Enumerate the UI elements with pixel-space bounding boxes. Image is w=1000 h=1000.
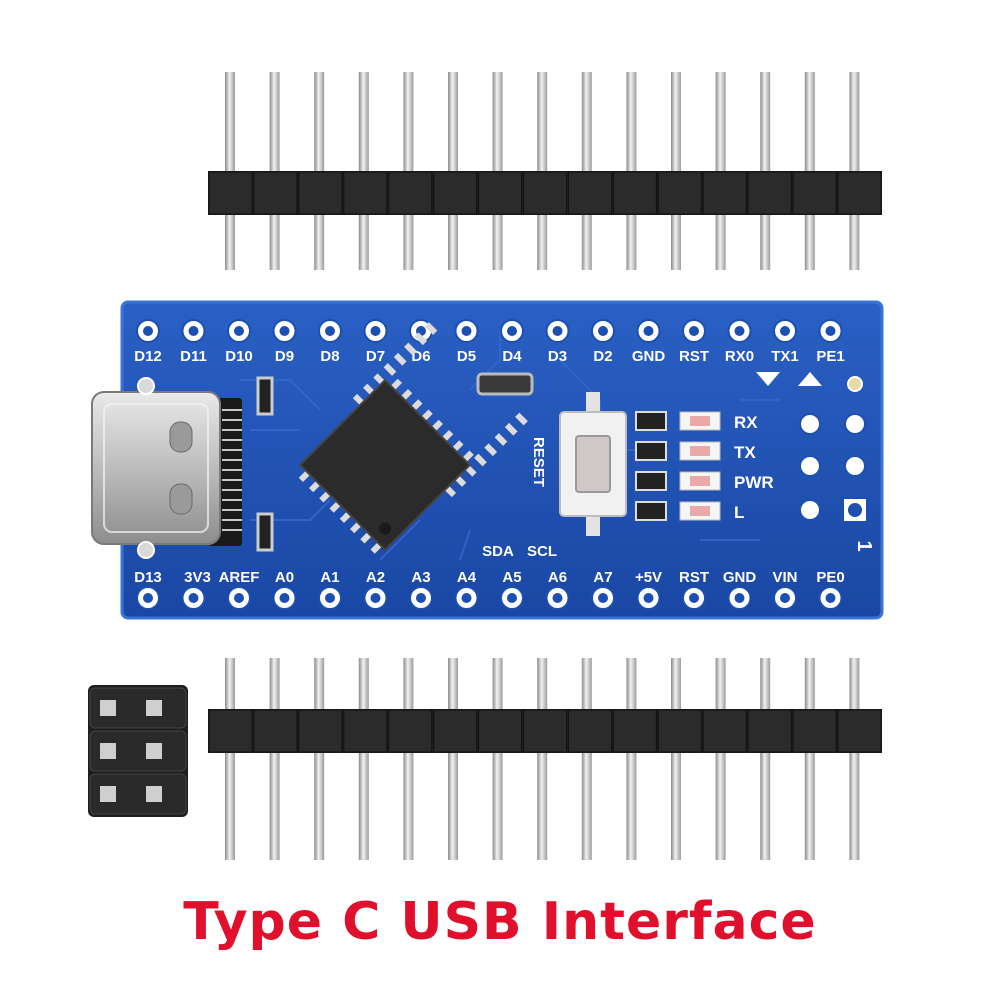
pin-label-d2: D2 xyxy=(593,348,612,365)
pin-label-d7: D7 xyxy=(366,348,385,365)
pin-label-tx1: TX1 xyxy=(771,348,799,365)
bottom-pin-holes xyxy=(136,586,843,610)
bottom-header-pin xyxy=(581,658,592,860)
top-pin-header xyxy=(208,72,882,270)
mcu-chip xyxy=(298,322,528,554)
bottom-header-pin xyxy=(269,658,280,860)
bottom-header-pin xyxy=(403,658,414,860)
top-pin-labels: D12 D11 D10 D9 D8 D7 D6 D5 D4 D3 D2 GND RST RX0 TX1 PE1 xyxy=(134,348,844,365)
pin-label-pe0: PE0 xyxy=(816,569,844,586)
pin-label-pe1: PE1 xyxy=(816,348,844,365)
pin-label-d10: D10 xyxy=(225,348,253,365)
led-label-tx: TX xyxy=(734,443,756,462)
bottom-header-pin xyxy=(849,658,860,860)
pin-label-rst: RST xyxy=(679,348,709,365)
pin-label-d5: D5 xyxy=(457,348,476,365)
sda-label: SDA xyxy=(482,543,514,560)
bottom-pin-labels: D13 3V3 AREF A0 A1 A2 A3 A4 A5 A6 A7 +5V RST GND VIN PE… xyxy=(134,569,844,586)
scl-label: SCL xyxy=(527,543,557,560)
pin-label-a6: A6 xyxy=(548,569,567,586)
bottom-header-pin xyxy=(492,658,503,860)
bottom-header-pin xyxy=(804,658,815,860)
pin-label-d6: D6 xyxy=(411,348,430,365)
rx-arrow-marker xyxy=(756,372,780,386)
usb-c-port xyxy=(91,377,242,559)
pin-label-d12: D12 xyxy=(134,348,162,365)
bottom-header-pin xyxy=(626,658,637,860)
pin-label-aref: AREF xyxy=(219,569,260,586)
led-label-rx: RX xyxy=(734,413,758,432)
status-leds xyxy=(635,411,721,521)
pin-label-d11: D11 xyxy=(180,348,207,365)
pin-label-rx0: RX0 xyxy=(725,348,754,365)
pin-label-5v: +5V xyxy=(635,569,662,586)
tx-arrow-marker xyxy=(798,372,822,386)
bottom-header-pin xyxy=(760,658,771,860)
pin-label-a3: A3 xyxy=(411,569,430,586)
pin-label-a5: A5 xyxy=(502,569,521,586)
top-pin-holes xyxy=(136,319,843,343)
bottom-header-pin xyxy=(537,658,548,860)
icsp-holes xyxy=(799,376,868,523)
bottom-header-pin xyxy=(448,658,458,860)
product-caption: Type C USB Interface xyxy=(183,892,817,952)
pin-label-a2: A2 xyxy=(366,569,385,586)
icsp-jumper-header xyxy=(88,685,188,817)
reset-button xyxy=(559,392,627,536)
pin-label-a7: A7 xyxy=(593,569,612,586)
pin-label-d8: D8 xyxy=(320,348,339,365)
pin-label-vin: VIN xyxy=(772,569,797,586)
pin-label-d13: D13 xyxy=(134,569,162,586)
pin-label-3v3: 3V3 xyxy=(184,569,211,586)
pin-label-a1: A1 xyxy=(320,569,339,586)
pin-label-d4: D4 xyxy=(502,348,522,365)
bottom-header-pin xyxy=(715,658,726,860)
bottom-pin-header xyxy=(208,658,882,860)
bottom-header-pin xyxy=(314,658,325,860)
bottom-header-pin xyxy=(671,658,681,860)
pin-label-gnd: GND xyxy=(723,569,757,586)
pin-label-a0: A0 xyxy=(275,569,294,586)
led-label-l: L xyxy=(734,503,744,522)
pin-label-d3: D3 xyxy=(548,348,567,365)
bottom-header-pin xyxy=(225,658,235,860)
smd-components xyxy=(256,372,534,552)
bottom-header-pin xyxy=(358,658,369,860)
pin-label-gnd: GND xyxy=(632,348,666,365)
pin-label-d9: D9 xyxy=(275,348,294,365)
pin-label-rst: RST xyxy=(679,569,709,586)
led-label-pwr: PWR xyxy=(734,473,774,492)
pin1-label: 1 xyxy=(853,540,875,551)
pin-label-a4: A4 xyxy=(457,569,477,586)
reset-label: RESET xyxy=(530,437,547,487)
